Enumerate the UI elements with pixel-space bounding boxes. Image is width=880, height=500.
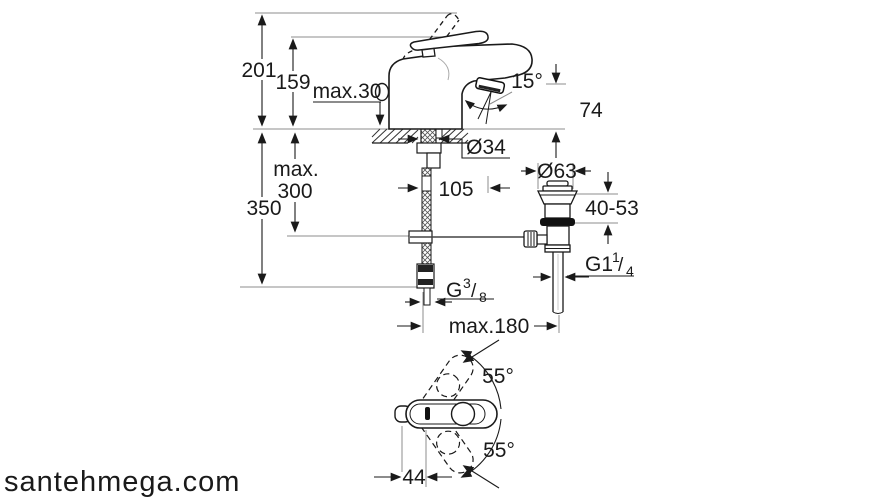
pop-up-lift-knob: [374, 82, 390, 102]
g38-sup: 3: [463, 275, 471, 291]
dim-label-44: 44: [402, 466, 426, 489]
dim-label-d34: Ø34: [466, 136, 506, 159]
dim-label-159: 159: [275, 71, 310, 94]
deck-hatch-left: [371, 128, 419, 144]
g114-base: G1: [585, 253, 613, 276]
hose-braided-lower: [421, 242, 432, 266]
dim-label-g114: G1 1 / 4: [585, 249, 634, 279]
dim-label-d63: Ø63: [537, 160, 577, 183]
dim-label-max180: max.180: [449, 315, 530, 338]
rod-stub: [536, 234, 548, 245]
dim-label-350: 350: [246, 197, 281, 220]
rod-knob: [523, 230, 538, 248]
drain-cap-lip: [542, 185, 573, 192]
dim-label-15deg: 15°: [511, 70, 543, 93]
dim-label-max: max.: [273, 158, 319, 181]
drain-assembly: [523, 180, 579, 314]
g114-sup: 1: [612, 249, 620, 265]
body-contour-line: [437, 57, 450, 81]
lever-handle: [409, 30, 489, 51]
top-view-slot: [425, 407, 430, 420]
lever-neck: [421, 47, 436, 58]
spout-aerator: [475, 77, 506, 94]
shank-locknut: [416, 142, 442, 154]
dim-label-55-up: 55°: [482, 365, 514, 388]
dimension-lines: [257, 14, 634, 482]
top-view-lever-end: [450, 401, 476, 427]
stream-angle-indicator: [464, 91, 508, 125]
deck-hatch-right: [438, 128, 469, 144]
deck-section: [371, 128, 469, 144]
drain-o-ring: [540, 218, 575, 226]
faucet-body: [388, 43, 533, 130]
hose-upper: [421, 167, 432, 177]
g114-sub: 4: [626, 263, 634, 279]
dim-label-201: 201: [241, 59, 276, 82]
g38-sub: 8: [479, 289, 487, 305]
rod-guide: [435, 128, 443, 139]
dim-label-55-down: 55°: [483, 439, 515, 462]
dim-label-g38: G 3 / 8: [446, 275, 487, 305]
dim-label-74: 74: [579, 99, 603, 122]
hose-braided-upper: [421, 190, 432, 232]
hose-nut-band-bottom: [418, 279, 433, 285]
drain-body-upper: [544, 203, 571, 219]
g38-slash: /: [471, 281, 477, 302]
faucet-top-view: [394, 339, 502, 489]
drain-flange: [536, 190, 579, 205]
g114-slash: /: [618, 255, 624, 276]
drain-body-lower: [546, 225, 570, 246]
drain-tailpipe: [552, 252, 564, 314]
supply-hose-assembly: [408, 125, 443, 306]
hose-nut-band-top: [418, 265, 433, 272]
label-backgrounds: [241, 59, 323, 219]
dim-label-300: 300: [277, 180, 312, 203]
swivel-arcs: [460, 339, 502, 489]
watermark: santehmega.com: [4, 466, 240, 498]
dim-label-max30: max.30: [313, 80, 382, 103]
g38-base: G: [446, 279, 462, 302]
dimension-labels: 201 159 max.30 15° 74 Ø34 105 max. 300 3…: [241, 59, 638, 489]
hose-nipple: [426, 152, 441, 169]
leader-d34: [461, 139, 510, 159]
top-view-inner-contour: [409, 403, 486, 425]
dim-label-105: 105: [438, 178, 473, 201]
hose-plain-section: [421, 175, 432, 192]
faucet-side-view: [374, 13, 533, 130]
hose-thread-tube: [423, 287, 431, 306]
dim-label-4053: 40-53: [585, 197, 639, 220]
